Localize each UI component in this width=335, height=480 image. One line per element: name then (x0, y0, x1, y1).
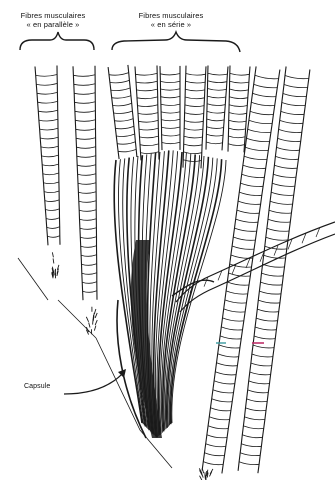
label-parallel-line2: « en parallèle » (10, 21, 96, 30)
spindle-dark-core (131, 240, 162, 438)
spindle-fiber-line (169, 158, 217, 425)
capsule-outline-bottom (96, 338, 172, 468)
parallel-fiber-1 (35, 66, 60, 246)
label-capsule: Capsule (24, 383, 50, 392)
series-fiber-3 (160, 66, 180, 150)
nerve-lower-edge (180, 234, 335, 312)
series-fiber-2 (135, 66, 159, 161)
capsule-outline-left-2 (58, 300, 96, 338)
long-fiber-1 (202, 66, 280, 473)
long-fiber-2 (238, 67, 310, 474)
capsule-outline-left-1 (18, 258, 48, 300)
brace-parallel (20, 32, 94, 50)
brace-series (112, 32, 240, 52)
capsule-spindle-bundle (114, 150, 226, 438)
long-fiber-1-end (199, 468, 213, 480)
parallel-fiber-2 (73, 66, 97, 301)
parallel-fiber-1-end (52, 252, 59, 278)
label-parallel-fibers: Fibres musculaires « en parallèle » (10, 12, 96, 29)
label-series-line2: « en série » (128, 21, 214, 30)
series-fiber-5 (206, 66, 228, 151)
series-fiber-1 (108, 65, 137, 159)
capsule-pointer-arrow (64, 372, 124, 394)
label-series-fibers: Fibres musculaires « en série » (128, 12, 214, 29)
